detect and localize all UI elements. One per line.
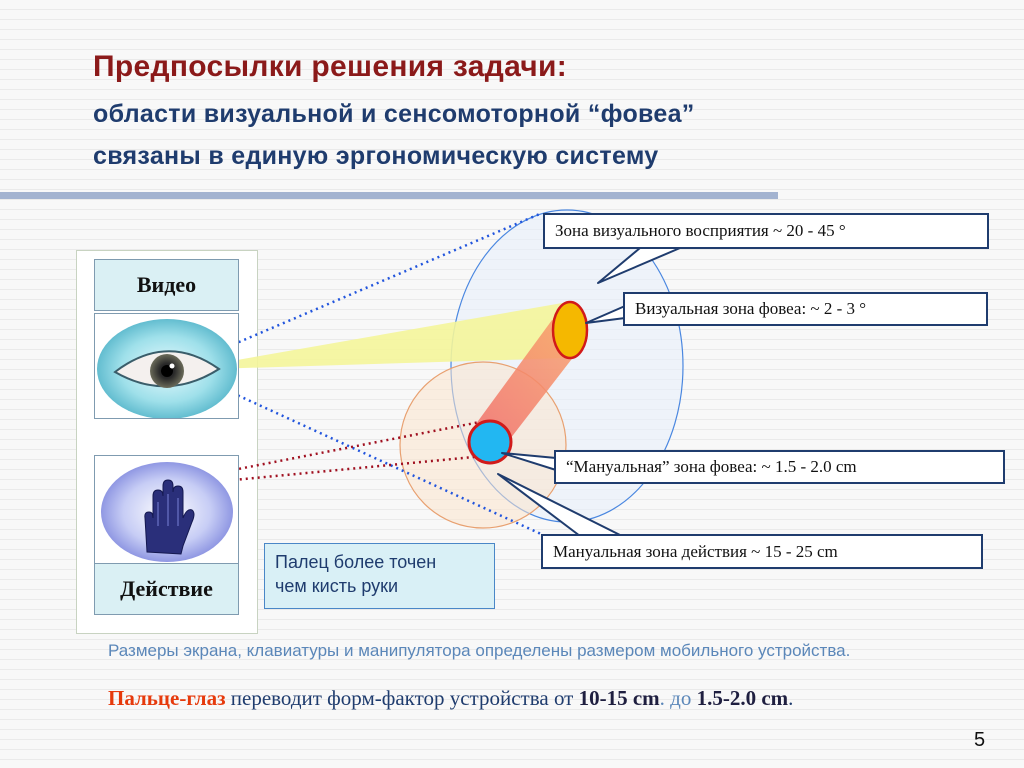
manual-zone-callout: Мануальная зона действия ~ 15 - 25 cm — [541, 534, 983, 569]
footer-value-to: 1.5-2.0 cm — [696, 686, 789, 710]
action-label: Действие — [94, 563, 239, 615]
manual-fovea-marker — [467, 419, 513, 465]
hand-to-fovea-top-line — [191, 420, 481, 480]
note-line-2: чем кисть руки — [275, 576, 399, 596]
footer-text-a: переводит форм-фактор устройства от — [225, 686, 579, 710]
hand-to-fovea-bottom-line — [191, 454, 485, 486]
manual-fovea-callout: “Мануальная” зона фовеа: ~ 1.5 - 2.0 cm — [554, 450, 1005, 484]
video-label: Видео — [94, 259, 239, 311]
visual-fovea-callout: Визуальная зона фовеа: ~ 2 - 3 ° — [623, 292, 988, 326]
footer-description: Размеры экрана, клавиатуры и манипулятор… — [108, 641, 851, 660]
eye-hand-beam — [470, 320, 588, 452]
finger-precision-note: Палец более точен чем кисть руки — [264, 543, 495, 609]
hand-icon — [95, 456, 238, 564]
visual-fovea-marker — [551, 300, 589, 360]
footer-value-from: 10-15 cm — [578, 686, 660, 710]
footer-text-b: . до — [659, 686, 697, 710]
visual-zone-callout: Зона визуального восприятия ~ 20 - 45 ° — [543, 213, 989, 249]
eye-icon — [95, 314, 238, 418]
hand-image — [94, 455, 239, 565]
footer-text-end: . — [788, 686, 794, 710]
note-line-1: Палец более точен — [275, 552, 437, 572]
footer-highlight: Пальце-глаз — [108, 686, 226, 710]
slide-title: Предпосылки решения задачи: — [93, 50, 568, 83]
title-divider — [0, 192, 778, 199]
slide-subtitle-line2: связаны в единую эргономическую систему — [93, 142, 659, 170]
visual-cone — [180, 302, 568, 370]
slide-subtitle-line1: области визуальной и сенсомоторной “фове… — [93, 100, 695, 128]
page-number: 5 — [974, 729, 986, 751]
footer-conclusion: Пальце-глаз переводит форм-фактор устрой… — [108, 686, 793, 711]
eye-image — [94, 313, 239, 419]
